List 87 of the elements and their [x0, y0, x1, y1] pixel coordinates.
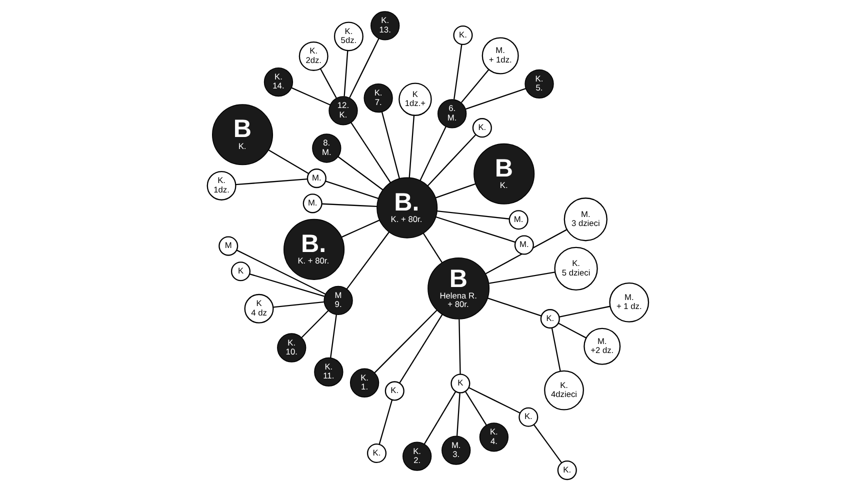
connector	[408, 115, 415, 178]
connector	[250, 273, 324, 297]
node-circle: 6. M.	[437, 99, 467, 128]
connector	[374, 310, 438, 374]
node-circle: M. +2 dz.	[584, 328, 621, 365]
connector	[488, 298, 542, 316]
connector	[346, 232, 390, 290]
node-circle: K.	[518, 407, 538, 427]
node-circle: K.	[557, 460, 577, 480]
node-circle: K	[230, 262, 251, 282]
node-circle: B. K. + 80r.	[284, 218, 345, 280]
node-circle: K. 11.	[314, 357, 344, 387]
node-circle: M. + 1 dz.	[609, 282, 650, 322]
connector	[349, 38, 380, 98]
node-circle: M.	[302, 194, 322, 214]
node-circle: K. 2dz.	[298, 41, 328, 71]
connector	[551, 328, 561, 372]
node-circle: 12. K.	[328, 96, 358, 126]
node-circle: M. 3 dzieci	[564, 198, 608, 242]
connector	[381, 112, 400, 179]
node-circle: M	[218, 236, 238, 256]
connector	[466, 88, 526, 110]
connector	[268, 150, 310, 174]
connector	[342, 220, 380, 238]
node-circle: K. 5.	[524, 69, 554, 98]
connector	[460, 69, 490, 103]
connector	[436, 216, 516, 243]
connector	[558, 322, 586, 338]
connector	[273, 301, 324, 308]
connector	[489, 272, 555, 284]
node-circle: B Helena R. + 80r.	[428, 257, 490, 320]
connector	[424, 391, 456, 444]
node-circle: K. 5dz.	[334, 22, 364, 52]
node-circle: M.	[306, 168, 326, 188]
node-circle: K. 14.	[264, 67, 294, 97]
node-circle: M.	[514, 235, 534, 255]
node-circle: K. 1dz.	[206, 170, 236, 200]
connector	[458, 319, 461, 374]
node-circle: M.	[508, 210, 528, 230]
node-circle: K.	[384, 381, 404, 401]
node-circle: K.	[366, 443, 387, 464]
connector	[320, 68, 337, 98]
connector	[378, 400, 393, 444]
node-circle: K.	[540, 309, 560, 329]
connector	[322, 203, 377, 207]
connector	[437, 210, 510, 220]
connector	[420, 126, 446, 181]
node-circle: K. 10.	[277, 333, 306, 362]
connector	[559, 306, 610, 318]
connector	[236, 250, 326, 295]
node-circle: B. K. + 80r.	[376, 177, 438, 238]
node-circle: M. + 1dz.	[482, 37, 519, 74]
connector	[456, 392, 460, 436]
node-circle: K. 13.	[370, 11, 400, 40]
connector	[399, 314, 443, 384]
connector	[338, 156, 384, 190]
node-circle: K 1dz.+	[398, 82, 432, 116]
connector	[350, 122, 391, 183]
node-circle: 8. M.	[312, 134, 342, 163]
node-circle: K. 5 dzieci	[554, 246, 598, 290]
node-circle: K. 7.	[364, 83, 393, 113]
node-circle: K. 2.	[402, 442, 432, 471]
node-circle: K	[450, 374, 470, 394]
connector	[454, 44, 462, 100]
connector	[330, 314, 337, 358]
node-circle: K. 4dzieci	[544, 370, 584, 410]
node-circle: K.	[453, 25, 473, 46]
connector	[236, 178, 308, 186]
connector	[325, 180, 378, 199]
connector	[486, 229, 567, 274]
node-circle: B K.	[474, 143, 535, 204]
connector	[427, 134, 476, 186]
connector	[435, 183, 476, 198]
connector	[422, 233, 442, 263]
connector	[291, 87, 330, 106]
connector	[464, 391, 487, 426]
node-circle: K. 1.	[350, 368, 380, 398]
connector	[301, 310, 329, 338]
connector	[533, 424, 562, 464]
node-circle: B K.	[212, 104, 274, 166]
node-circle: K 4 dz	[244, 294, 274, 324]
connector	[344, 50, 348, 96]
node-circle: M 9.	[324, 286, 353, 316]
connector	[468, 387, 520, 414]
node-circle: K.	[472, 118, 492, 138]
node-circle: K. 4.	[479, 422, 509, 452]
node-circle: M. 3.	[442, 436, 471, 465]
